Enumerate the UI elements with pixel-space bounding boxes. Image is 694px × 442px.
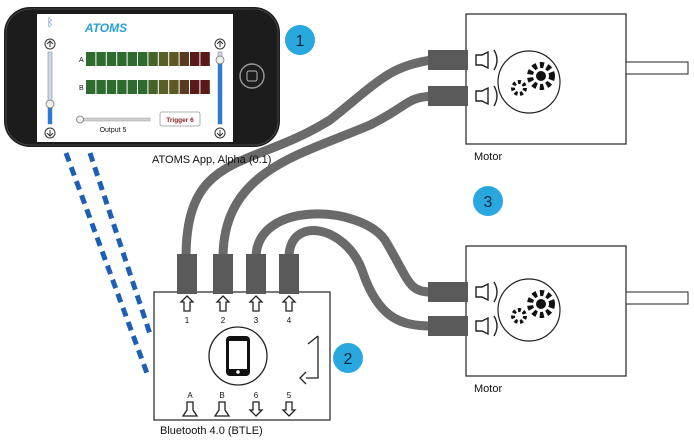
meter-row-a	[86, 52, 210, 66]
hub-connector-2	[213, 254, 233, 294]
badge-3: 3	[473, 186, 503, 216]
gear-icon	[497, 50, 561, 114]
badge-2-label: 2	[344, 351, 353, 368]
meter-cell	[190, 52, 200, 66]
meter-cell	[158, 52, 169, 66]
meter-cell	[179, 80, 189, 94]
motor-bottom-connector-1	[428, 282, 468, 302]
meter-cell	[200, 80, 210, 94]
bluetooth-link	[63, 152, 153, 377]
badge-1: 1	[285, 25, 315, 55]
right-vertical-slider[interactable]	[214, 38, 226, 139]
hub-caption: Bluetooth 4.0 (BTLE)	[160, 425, 263, 437]
meter-cell	[96, 80, 106, 94]
meter-cell	[169, 52, 179, 66]
arrow-up-icon	[179, 295, 195, 312]
meter-cell	[169, 80, 179, 94]
cable-3	[251, 209, 433, 297]
meter-cell	[117, 52, 127, 66]
hub-top-port-2: 2	[221, 316, 226, 325]
cable-2	[218, 91, 433, 259]
phone-caption: ATOMS App, Alpha (0.1)	[152, 154, 271, 166]
hub-top-port-1: 1	[185, 316, 190, 325]
motor-top-input-icon-2	[475, 85, 498, 107]
meter-cell	[148, 52, 158, 66]
hub-bottom-port-a: A	[187, 391, 193, 400]
meter-cell	[86, 80, 96, 94]
output-5-label: Output 5	[100, 127, 127, 134]
row-a-label: A	[79, 57, 84, 64]
output-5-slider-thumb	[76, 115, 84, 124]
meter-cell	[127, 52, 137, 66]
cable-1	[181, 55, 433, 259]
hub-connector-4	[279, 254, 299, 294]
meter-cell	[200, 52, 210, 66]
trigger-6-label: Trigger 6	[166, 117, 194, 124]
meter-cell	[138, 80, 148, 94]
meter-cell	[117, 80, 127, 94]
meter-cell	[148, 80, 158, 94]
meter-cell	[190, 80, 200, 94]
gear-icon	[497, 278, 561, 342]
meter-row-b	[86, 80, 210, 94]
motor-top-connector-1	[428, 50, 468, 70]
left-slider-thumb	[45, 99, 55, 109]
hub-connector-1	[177, 254, 197, 294]
bluetooth-status-icon: ᛒ	[47, 16, 54, 29]
motor-top-input-icon-1	[475, 49, 498, 71]
badge-1-label: 1	[296, 33, 305, 50]
motor-top-label: Motor	[474, 151, 502, 163]
sensor-icon	[181, 401, 199, 417]
motor-bottom: Motor	[428, 245, 689, 395]
sensor-icon	[213, 401, 231, 417]
arrow-up-icon	[215, 295, 231, 312]
arrow-down-icon	[281, 401, 297, 417]
badge-3-label: 3	[484, 194, 493, 211]
left-vertical-slider[interactable]	[44, 38, 56, 139]
app-logo: ATOMS	[84, 21, 127, 35]
right-slider-thumb	[215, 55, 225, 65]
hub-top-port-4: 4	[287, 316, 292, 325]
badge-2: 2	[333, 343, 363, 373]
hub-bottom-port-b: B	[219, 391, 224, 400]
output-5-slider[interactable]	[76, 115, 151, 124]
meter-cell	[106, 52, 117, 66]
arrow-up-icon	[281, 295, 297, 312]
motor-bottom-input-icon-1	[475, 281, 498, 303]
phone-screen	[37, 14, 233, 142]
hub-connector-3	[246, 254, 266, 294]
meter-cell	[106, 80, 117, 94]
motor-bottom-label: Motor	[474, 383, 502, 395]
meter-cell	[127, 80, 137, 94]
loop-arrow-icon	[299, 335, 319, 385]
home-button	[239, 63, 265, 89]
meter-cell	[138, 52, 148, 66]
row-b-label: B	[79, 85, 84, 92]
motor-bottom-connector-2	[428, 316, 468, 336]
smartphone: ᛒ ATOMS A B Output	[4, 7, 280, 147]
trigger-6-button[interactable]: Trigger 6	[159, 111, 201, 127]
meter-cell	[86, 52, 96, 66]
motor-top-connector-2	[428, 86, 468, 106]
smartphone-icon	[208, 326, 268, 386]
hub-bottom-port-6: 6	[254, 391, 259, 400]
hub-bottom-port-5: 5	[287, 391, 292, 400]
bluetooth-hub: 1 2 3 4 A B 6 5 Bluetooth 4.0 (BTLE)	[153, 254, 331, 437]
meter-cell	[179, 52, 189, 66]
arrow-up-icon	[248, 295, 264, 312]
hub-top-port-3: 3	[254, 316, 259, 325]
motor-bottom-input-icon-2	[475, 315, 498, 337]
arrow-down-icon	[248, 401, 264, 417]
meter-cell	[158, 80, 169, 94]
cable-4	[284, 226, 433, 331]
meter-cell	[96, 52, 106, 66]
motor-top: Motor	[428, 13, 689, 163]
cables	[181, 55, 433, 331]
